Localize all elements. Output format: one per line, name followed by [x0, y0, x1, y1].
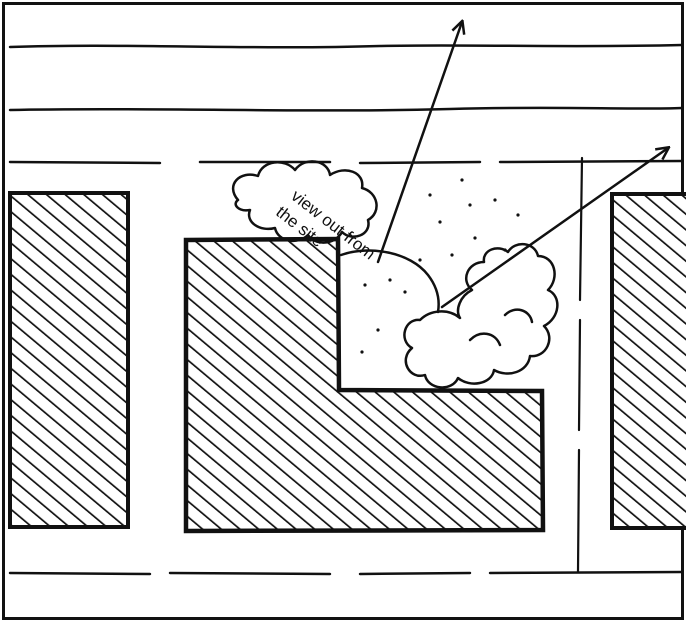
building-right: [610, 192, 686, 530]
view-arrow-north: [376, 22, 462, 264]
view-arc: [339, 249, 440, 314]
view-arrow-northeast: [440, 148, 668, 309]
building-left: [8, 191, 130, 529]
tree-cloud-upper: [231, 160, 378, 244]
view-arrows: [376, 22, 668, 309]
building-center-l: [183, 236, 546, 534]
tree-cloud-lower: [403, 243, 559, 389]
street-lines-bottom: [8, 570, 684, 576]
property-line-right: [576, 156, 584, 574]
street-lines-top: [8, 43, 684, 165]
